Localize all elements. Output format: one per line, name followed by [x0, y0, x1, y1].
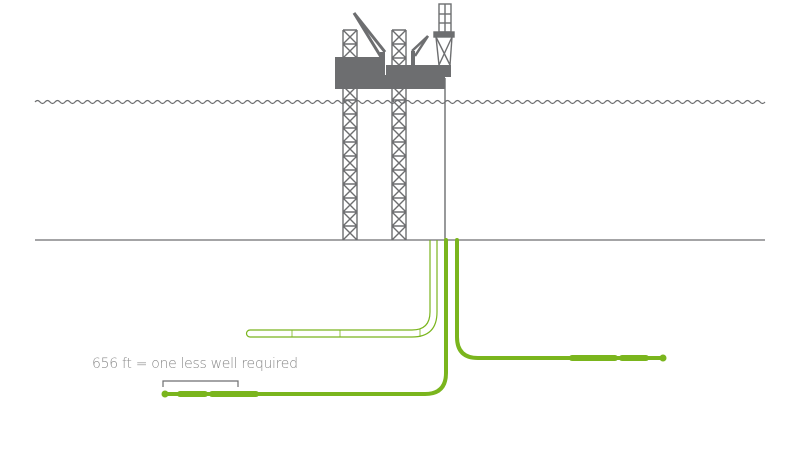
- sea-surface-wave: [34, 99, 766, 105]
- extended-reach-well-left: [161, 238, 448, 398]
- distance-annotation: 656 ft = one less well required: [92, 356, 298, 372]
- platform-hull: [335, 57, 451, 89]
- lattice-leg: [391, 29, 407, 241]
- conventional-well-outline: [245, 240, 438, 338]
- rig-legs: [342, 29, 407, 241]
- distance-bracket: [162, 380, 239, 387]
- crane-large: [352, 12, 387, 72]
- extended-reach-well-right: [455, 238, 667, 362]
- drilling-derrick: [433, 3, 455, 66]
- crane-small: [411, 35, 430, 65]
